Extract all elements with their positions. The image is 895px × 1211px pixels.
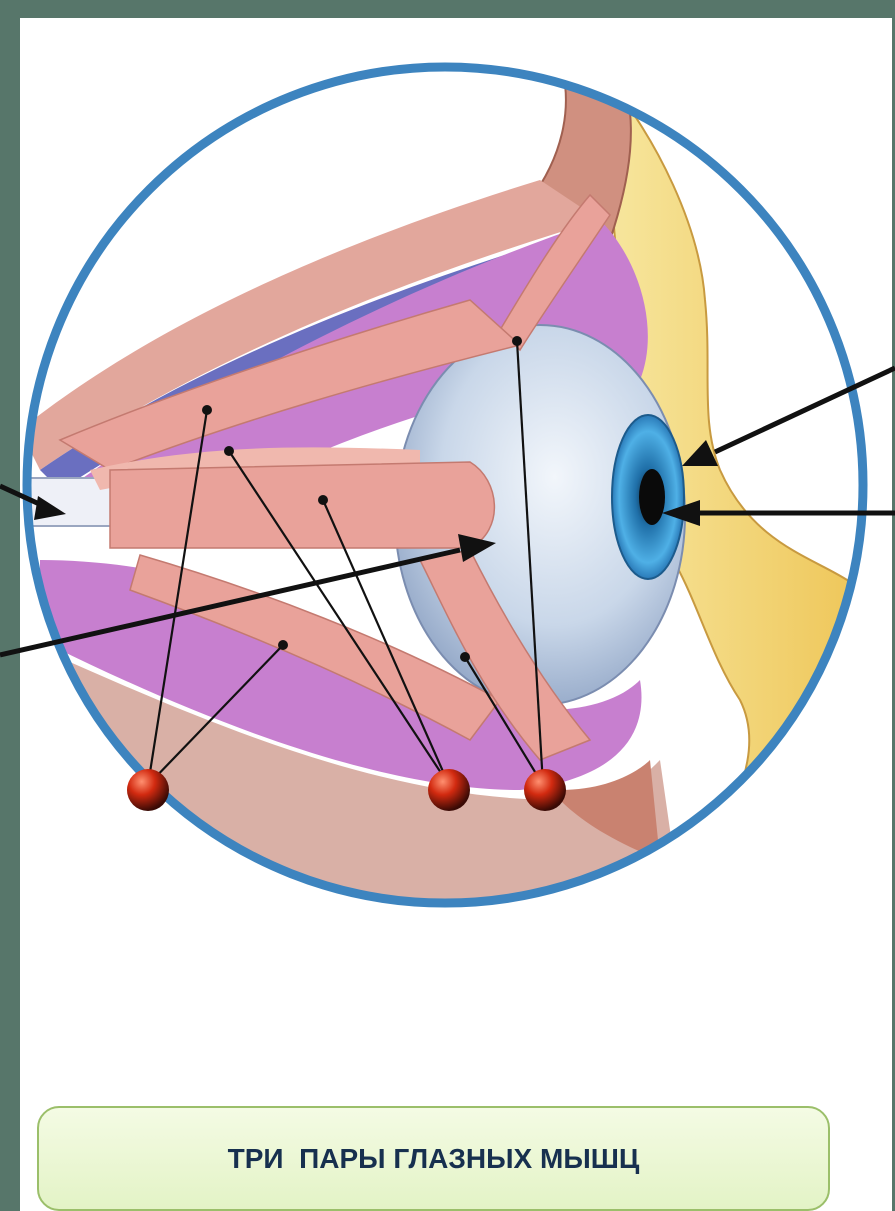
lateral-rectus-muscle: [110, 462, 494, 548]
marker-ball: [428, 769, 470, 811]
marker-ball: [127, 769, 169, 811]
attachment-dot: [224, 446, 234, 456]
attachment-dot: [512, 336, 522, 346]
caption-text: ТРИ ПАРЫ ГЛАЗНЫХ МЫШЦ: [228, 1143, 640, 1175]
attachment-dot: [318, 495, 328, 505]
pupil: [639, 469, 665, 525]
marker-ball: [524, 769, 566, 811]
attachment-dot: [202, 405, 212, 415]
attachment-dot: [278, 640, 288, 650]
caption-box: ТРИ ПАРЫ ГЛАЗНЫХ МЫШЦ: [37, 1106, 830, 1211]
attachment-dot: [460, 652, 470, 662]
arrow-iris: [715, 368, 895, 452]
